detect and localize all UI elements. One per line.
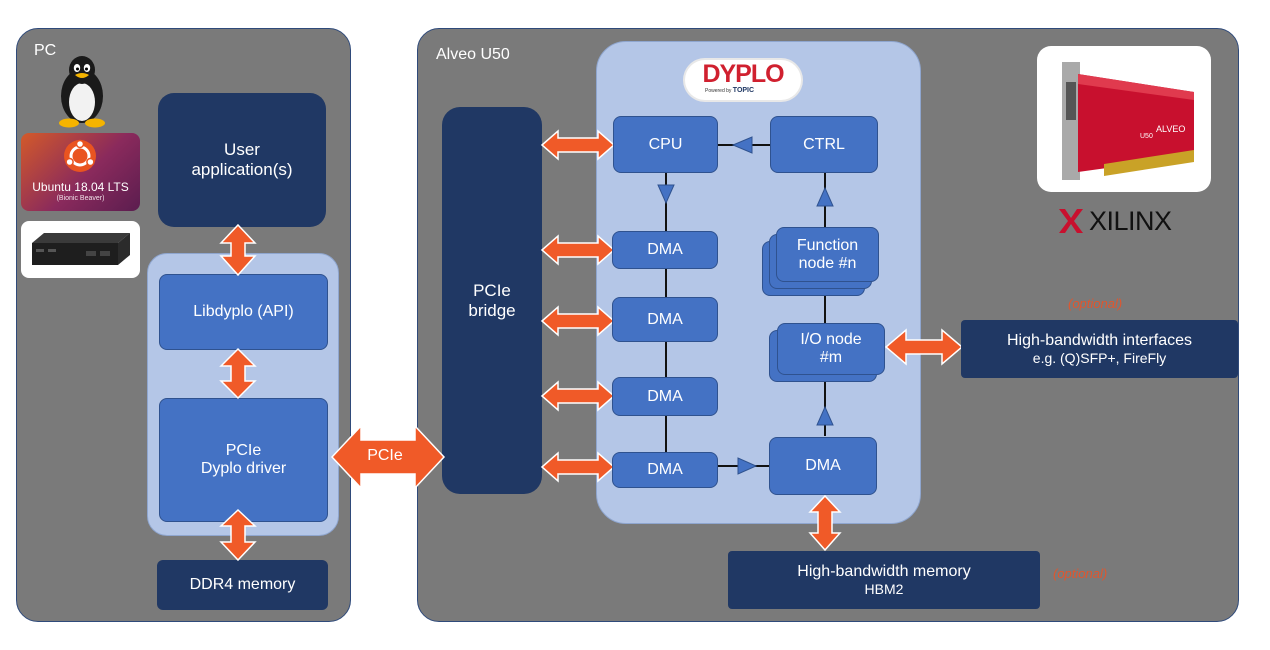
cpu-bridge-arrow <box>540 129 616 161</box>
driver-label-line1: PCIe <box>225 442 262 459</box>
dma-block-4: DMA <box>612 452 718 488</box>
hb-memory-subtitle: HBM2 <box>864 581 904 597</box>
hb-interfaces-optional-label: (optional) <box>1068 296 1123 311</box>
io-node-block: I/O node #m <box>777 323 885 375</box>
user-application-label: User application(s) <box>191 140 293 179</box>
hb-interfaces-title: High-bandwidth interfaces <box>1007 332 1192 349</box>
libdyplo-api-block: Libdyplo (API) <box>159 274 328 350</box>
alveo-card-icon: ALVEO U50 <box>1062 62 1194 180</box>
alveo-u50-panel-title: Alveo U50 <box>436 46 510 63</box>
dma-to-io-arrowhead <box>816 405 834 426</box>
dma-5-label: DMA <box>805 457 841 474</box>
hb-interfaces-subtitle: e.g. (Q)SFP+, FireFly <box>1032 350 1167 366</box>
dma3-bridge-arrow <box>540 380 616 412</box>
ctrl-label: CTRL <box>803 135 845 153</box>
dma4-bridge-arrow <box>540 451 616 483</box>
app-libdyplo-arrow <box>219 223 257 277</box>
pcie-bridge-label-line2: bridge <box>468 300 516 320</box>
dma-block-5: DMA <box>769 437 877 495</box>
pcie-dyplo-driver-block: PCIe Dyplo driver <box>159 398 328 522</box>
dma-right-arrowhead <box>737 457 758 475</box>
dyplo-powered-by-label: Powered by <box>705 88 732 94</box>
cpu-block: CPU <box>613 116 718 173</box>
dma-4-label: DMA <box>647 461 683 478</box>
function-node-label-line2: node #n <box>798 254 857 272</box>
io-node-label-line1: I/O node <box>800 331 862 348</box>
svg-text:U50: U50 <box>1140 133 1153 140</box>
driver-label-line2: Dyplo driver <box>200 460 287 477</box>
svg-text:ALVEO: ALVEO <box>1156 124 1185 134</box>
pcie-bridge-block: PCIe bridge <box>442 107 542 494</box>
pc-panel-title: PC <box>34 42 57 59</box>
dyplo-brand-label: TOPIC <box>732 87 755 94</box>
user-application-block: User application(s) <box>158 93 326 227</box>
dyplo-powered-by: Powered by TOPIC <box>705 87 805 94</box>
io-interfaces-arrow <box>884 328 964 366</box>
fn-to-ctrl-arrowhead <box>816 186 834 207</box>
dma-block-2: DMA <box>612 297 718 342</box>
driver-ddr4-arrow <box>219 508 257 562</box>
pcie-link-arrow <box>330 424 446 490</box>
cpu-down-arrowhead <box>657 184 675 205</box>
function-node-block: Function node #n <box>776 227 879 282</box>
ctrl-block: CTRL <box>770 116 878 173</box>
hb-memory-optional-label: (optional) <box>1053 566 1108 581</box>
ubuntu-logo-icon <box>64 139 96 172</box>
ddr4-memory-block: DDR4 memory <box>157 560 328 610</box>
dyplo-logo <box>685 60 801 100</box>
dma2-bridge-arrow <box>540 305 616 337</box>
pcie-bridge-label-line1: PCIe <box>473 280 511 300</box>
function-node-label-line1: Function <box>796 236 859 254</box>
dma1-bridge-arrow <box>540 234 616 266</box>
pcie-link-label: PCIe <box>367 447 403 464</box>
xilinx-logo-text: XILINX <box>1089 206 1172 236</box>
dma-block-1: DMA <box>612 231 718 269</box>
ubuntu-codename-label: (Bionic Beaver) <box>56 195 105 202</box>
mini-pc-icon <box>32 233 130 265</box>
dma-2-label: DMA <box>647 310 683 328</box>
hb-memory-block: High-bandwidth memory HBM2 <box>728 551 1040 609</box>
ddr4-memory-label: DDR4 memory <box>189 576 296 593</box>
ctrl-left-arrowhead <box>731 136 753 154</box>
hb-interfaces-block: High-bandwidth interfaces e.g. (Q)SFP+, … <box>961 320 1238 378</box>
dma-1-label: DMA <box>647 241 683 258</box>
libdyplo-api-label: Libdyplo (API) <box>193 303 294 320</box>
linux-penguin-icon <box>59 56 105 128</box>
dma-block-3: DMA <box>612 377 718 416</box>
hb-memory-title: High-bandwidth memory <box>797 563 971 580</box>
dma-hbm-arrow <box>808 494 842 552</box>
ubuntu-version-label: Ubuntu 18.04 LTS <box>32 180 129 194</box>
cpu-label: CPU <box>648 135 683 153</box>
libdyplo-driver-arrow <box>219 347 257 400</box>
xilinx-logo-icon <box>1059 209 1083 233</box>
io-node-label-line2: #m <box>819 349 843 366</box>
dma-3-label: DMA <box>647 387 683 405</box>
dyplo-logo-text: DYPLO <box>702 60 784 88</box>
